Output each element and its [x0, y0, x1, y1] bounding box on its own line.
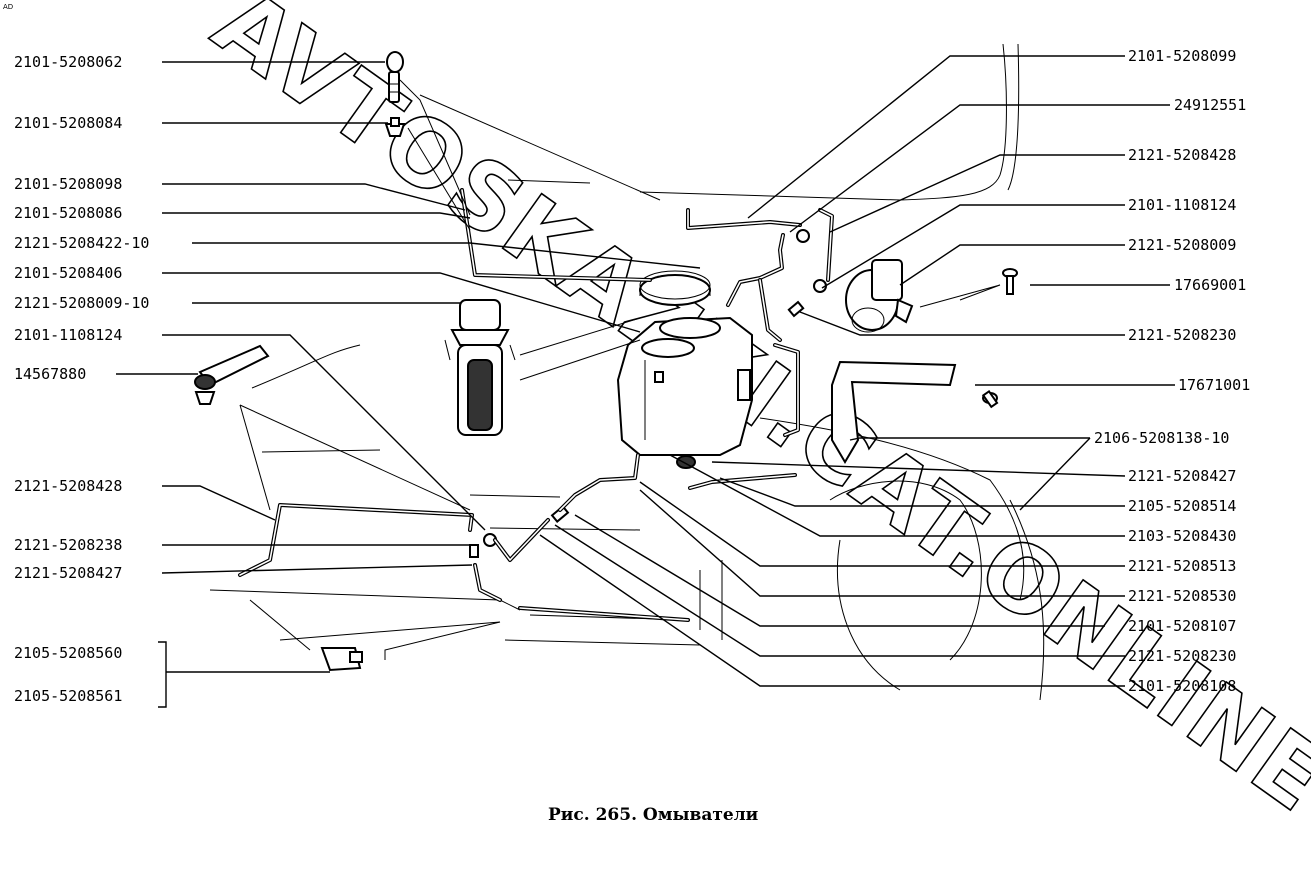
part-label: 2101-1108124: [14, 326, 122, 344]
watermark: AVTOSKAZKI.CAT.ONLINE: [195, 0, 1311, 833]
part-label: 2121-5208427: [1128, 467, 1236, 485]
motor-part: [845, 259, 914, 333]
part-label: 17671001: [1178, 376, 1250, 394]
corner-mark: AD: [3, 3, 13, 11]
part-label: 2101-5208098: [14, 175, 122, 193]
hose-lines: [238, 188, 834, 622]
right-labels: 2101-5208099 24912551 2121-5208428 2101-…: [1094, 47, 1250, 695]
part-label: 2121-5208530: [1128, 587, 1236, 605]
reservoir-cap-part: [639, 270, 711, 306]
bracket-part: [831, 360, 957, 464]
part-label: 24912551: [1174, 96, 1246, 114]
leader-lines: [116, 55, 1175, 708]
part-label: 2121-5208230: [1128, 647, 1236, 665]
part-label: 2121-5208230: [1128, 326, 1236, 344]
part-label: 2121-5208238: [14, 536, 122, 554]
part-label: 2121-5208009: [1128, 236, 1236, 254]
headlight-nozzle-part: [320, 647, 363, 672]
washer-reservoir-part: [616, 316, 753, 456]
part-label: 2105-5208560: [14, 644, 122, 662]
nozzle-cap-part: [384, 117, 406, 137]
figure-caption: Рис. 265. Омыватели: [548, 805, 759, 825]
part-label: 2121-5208428: [1128, 146, 1236, 164]
part-label: 2101-5208406: [14, 264, 122, 282]
part-label: 2121-5208009-10: [14, 294, 149, 312]
nozzle-part: [386, 51, 404, 103]
part-label: 2101-1108124: [1128, 196, 1236, 214]
bolt-part: [1002, 268, 1018, 295]
part-label: 2101-5208108: [1128, 677, 1236, 695]
part-label: 2101-5208062: [14, 53, 122, 71]
part-label: 14567880: [14, 365, 86, 383]
part-label: 2121-5208427: [14, 564, 122, 582]
part-label: 17669001: [1174, 276, 1246, 294]
part-label: 2105-5208514: [1128, 497, 1236, 515]
left-labels: 2101-5208062 2101-5208084 2101-5208098 2…: [14, 53, 149, 705]
part-label: 2121-5208513: [1128, 557, 1236, 575]
connectors: [469, 229, 827, 558]
part-label: 2101-5208099: [1128, 47, 1236, 65]
part-label: 2101-5208084: [14, 114, 122, 132]
part-label: 2106-5208138-10: [1094, 429, 1229, 447]
bracket-bolt-part: [981, 389, 999, 409]
part-label: 2103-5208430: [1128, 527, 1236, 545]
pump-part: [444, 299, 516, 436]
part-label: 2105-5208561: [14, 687, 122, 705]
part-label: 2121-5208422-10: [14, 234, 149, 252]
clip-part: [194, 344, 270, 405]
part-label: 2101-5208086: [14, 204, 122, 222]
part-label: 2121-5208428: [14, 477, 122, 495]
part-label: 2101-5208107: [1128, 617, 1236, 635]
